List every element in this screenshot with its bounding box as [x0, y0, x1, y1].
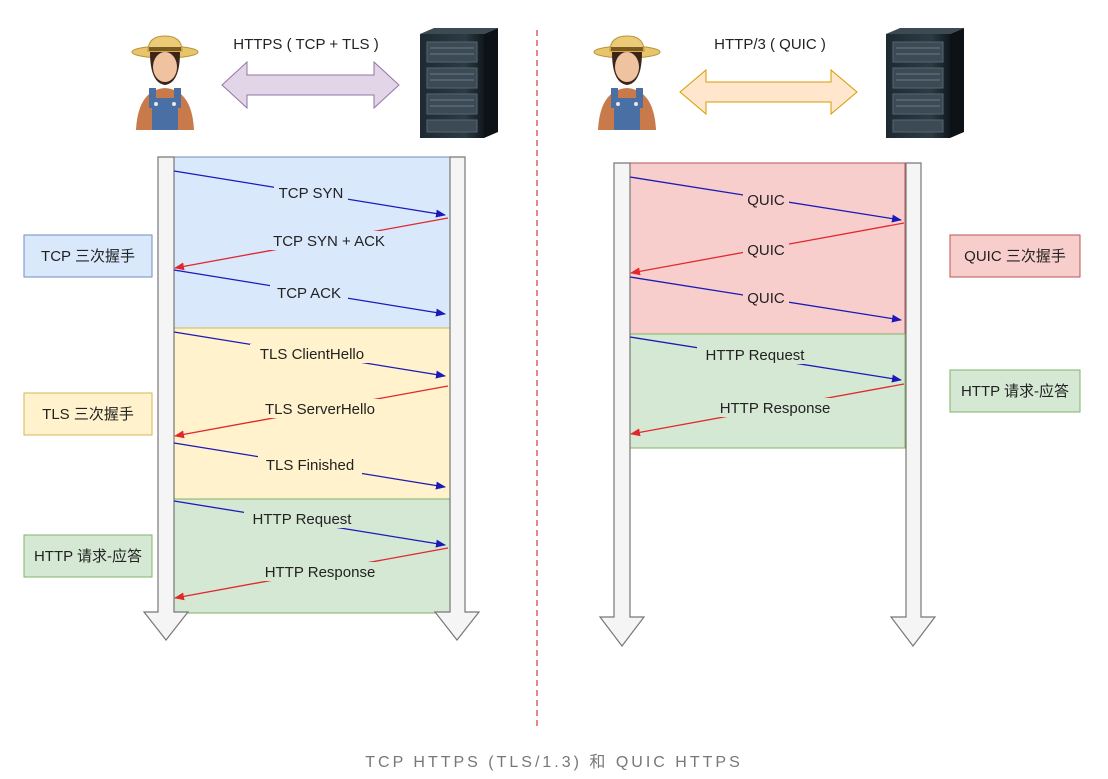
- phase-label-box: [23, 392, 153, 436]
- http-exchange-label: HTTP 请求-应答: [961, 382, 1069, 400]
- http-request-label: HTTP Request: [706, 347, 806, 364]
- farmer-icon: [131, 35, 199, 131]
- quic-handshake-label: QUIC 三次握手: [964, 248, 1066, 265]
- message-label-bg: [743, 240, 789, 259]
- tls-serverhello-label: TLS ServerHello: [265, 401, 375, 418]
- tls-clienthello-label: TLS ClientHello: [260, 346, 364, 363]
- message-label-bg: [256, 399, 384, 418]
- message-label-bg: [710, 398, 840, 417]
- message-label-bg: [262, 231, 396, 250]
- tls-finished-label: TLS Finished: [266, 457, 354, 474]
- tls-handshake-label: TLS 三次握手: [42, 406, 134, 423]
- message-label-bg: [255, 562, 385, 581]
- quic-final-label: QUIC: [747, 290, 785, 307]
- message-label-bg: [258, 455, 362, 474]
- tcp-syn-label: TCP SYN: [279, 185, 344, 202]
- quic-response-label: QUIC: [747, 242, 785, 259]
- tcp-handshake-label: TCP 三次握手: [41, 248, 135, 265]
- quic-protocol-label: HTTP/3 ( QUIC ): [714, 36, 826, 53]
- message-label-bg: [743, 288, 789, 307]
- message-label-bg: [743, 190, 789, 209]
- http-request-label: HTTP Request: [253, 511, 353, 528]
- tcp-ack-label: TCP ACK: [277, 285, 341, 302]
- farmer-icon: [593, 35, 661, 131]
- phase-label-box: [23, 534, 153, 578]
- server-rack-icon: [419, 27, 499, 139]
- client-lifeline: [598, 162, 646, 647]
- message-label-bg: [270, 283, 348, 302]
- server-lifeline: [433, 156, 481, 641]
- tcp-syn-ack-label: TCP SYN + ACK: [273, 233, 385, 250]
- message-label-bg: [250, 344, 374, 363]
- http-response-label: HTTP Response: [720, 400, 831, 417]
- https-protocol-label: HTTPS ( TCP + TLS ): [233, 36, 378, 53]
- http-exchange-label: HTTP 请求-应答: [34, 547, 142, 565]
- http-response-label: HTTP Response: [265, 564, 376, 581]
- phase-label-box: [23, 234, 153, 278]
- https-connection-arrow: [221, 60, 400, 110]
- server-lifeline: [889, 162, 937, 647]
- quic-initial-label: QUIC: [747, 192, 785, 209]
- phase-label-box: [949, 234, 1081, 278]
- client-lifeline: [142, 156, 190, 641]
- figure-caption: TCP HTTPS (TLS/1.3) 和 QUIC HTTPS: [365, 754, 743, 771]
- message-label-bg: [244, 509, 360, 528]
- message-label-bg: [274, 183, 348, 202]
- phase-label-box: [949, 369, 1081, 413]
- message-label-bg: [697, 345, 813, 364]
- server-rack-icon: [885, 27, 965, 139]
- quic-connection-arrow: [679, 68, 858, 116]
